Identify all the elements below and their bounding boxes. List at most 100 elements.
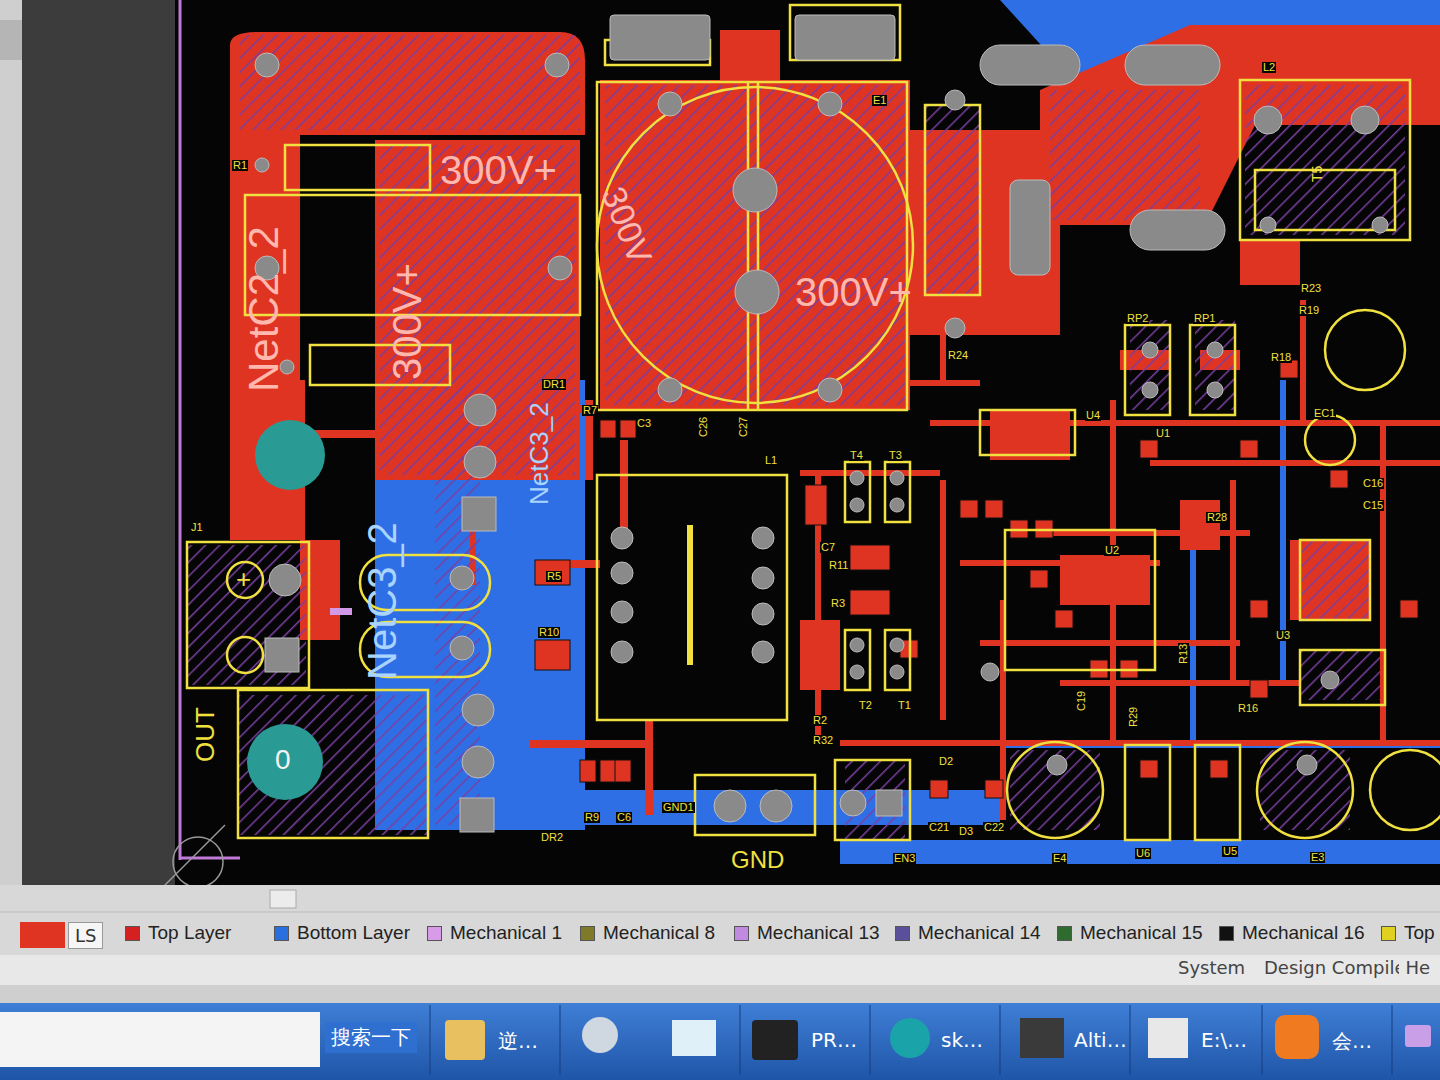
designator-label: EN3 [893,853,916,864]
layer-tab: Mechanical 13 [734,922,880,944]
layer-name: Mechanical 8 [603,922,715,944]
button-text: PR… [811,1028,857,1052]
net-label: OUT [192,707,218,762]
designator-label: R16 [1237,703,1259,714]
designator-label: R2 [812,715,828,726]
net-label: NetC2_2 [243,226,285,392]
designator-label: R28 [1206,512,1228,523]
layer-swatch [895,926,910,941]
panel-button: System [1172,955,1251,980]
button-text: E:\… [1201,1028,1247,1052]
layer-tab: Mechanical 8 [580,922,715,944]
taskbar-button: E:\… [1195,1026,1253,1054]
designator-label: R24 [947,350,969,361]
layer-swatch [1219,926,1234,941]
net-label: 300V+ [387,263,427,380]
designator-label: C7 [820,542,836,553]
layer-name: Mechanical 15 [1080,922,1203,944]
designator-label: C6 [616,812,632,823]
taskbar-button: sk… [935,1026,989,1054]
designator-label: U4 [1085,410,1101,421]
designator-label: U6 [1135,848,1151,859]
layer-name: Mechanical 13 [757,922,880,944]
designator-label: DR2 [540,832,564,843]
layer-swatch [274,926,289,941]
designator-label: T4 [849,450,864,461]
button-text: 逆… [498,1029,538,1053]
designator-label: R29 [1128,706,1139,728]
layer-name: Top Layer [148,922,231,944]
designator-label: R19 [1298,305,1320,316]
taskbar-button: 会… [1326,1026,1378,1057]
layer-tab: Bottom Layer [274,922,410,944]
net-label: GND [730,848,785,872]
designator-label: U3 [1275,630,1291,641]
designator-label: C27 [738,416,749,438]
taskbar-button: PR… [805,1026,863,1054]
designator-label: R11 [828,560,849,571]
layer-swatch [125,926,140,941]
designator-label: C3 [636,418,652,429]
panel-button: Design Compiler [1258,955,1419,980]
designator-label: E3 [1310,852,1325,863]
designator-label: C26 [698,416,709,438]
net-label: 300V [596,182,657,268]
layer-tab: Mechanical 14 [895,922,1041,944]
designator-label: T5 [1310,166,1324,182]
layer-swatch [1381,926,1396,941]
layer-swatch [580,926,595,941]
designator-label: J1 [190,522,204,533]
designator-label: DR1 [542,379,566,390]
button-text: Alti… [1074,1028,1127,1052]
designator-label: R3 [830,598,846,609]
designator-label: C19 [1076,690,1087,712]
search-button: 搜索一下 [325,1022,417,1053]
button-text: LS [75,925,96,946]
layer-swatch [427,926,442,941]
designator-label: D3 [958,826,974,837]
button-text: Design Compiler [1264,957,1413,978]
layer-name: Bottom Layer [297,922,410,944]
designator-label: E4 [1052,853,1067,864]
layer-set-box: LS [68,922,103,949]
designator-label: U5 [1222,846,1238,857]
layer-tab: Mechanical 15 [1057,922,1203,944]
layer-name: Mechanical 1 [450,922,562,944]
button-text: He [1405,957,1430,978]
designator-label: T3 [888,450,903,461]
designator-label: RP1 [1193,313,1216,324]
designator-label: RP2 [1126,313,1149,324]
designator-label: C16 [1362,478,1384,489]
designator-label: T1 [897,700,912,711]
designator-label: U2 [1104,545,1120,556]
designator-label: R32 [812,735,834,746]
button-text: 搜索一下 [331,1025,411,1049]
designator-label: R1 [232,160,248,171]
layer-tab: Mechanical 16 [1219,922,1365,944]
net-label: 0 [275,746,291,774]
layer-name: Top [1404,922,1435,944]
designator-label: L2 [1262,62,1276,73]
layer-tab: Top [1381,922,1435,944]
designator-label: R10 [538,627,560,638]
net-label: NetC3_2 [526,402,552,505]
button-text: sk… [941,1028,983,1052]
net-label: 300V+ [440,150,557,190]
designator-label: U1 [1155,428,1171,439]
designator-label: C15 [1362,500,1384,511]
designator-label: C21 [928,822,950,833]
layer-tab: Mechanical 1 [427,922,562,944]
net-label: + [236,566,251,592]
button-text: System [1178,957,1245,978]
button-text: 会… [1332,1029,1372,1053]
designator-label: D2 [938,756,954,767]
designator-label: R9 [584,812,600,823]
designator-label: C22 [983,822,1005,833]
net-label: 300V+ [795,272,912,312]
layer-name: Mechanical 14 [918,922,1041,944]
designator-label: E1 [872,95,887,106]
designator-label: R13 [1178,643,1189,665]
designator-label: R23 [1300,283,1322,294]
